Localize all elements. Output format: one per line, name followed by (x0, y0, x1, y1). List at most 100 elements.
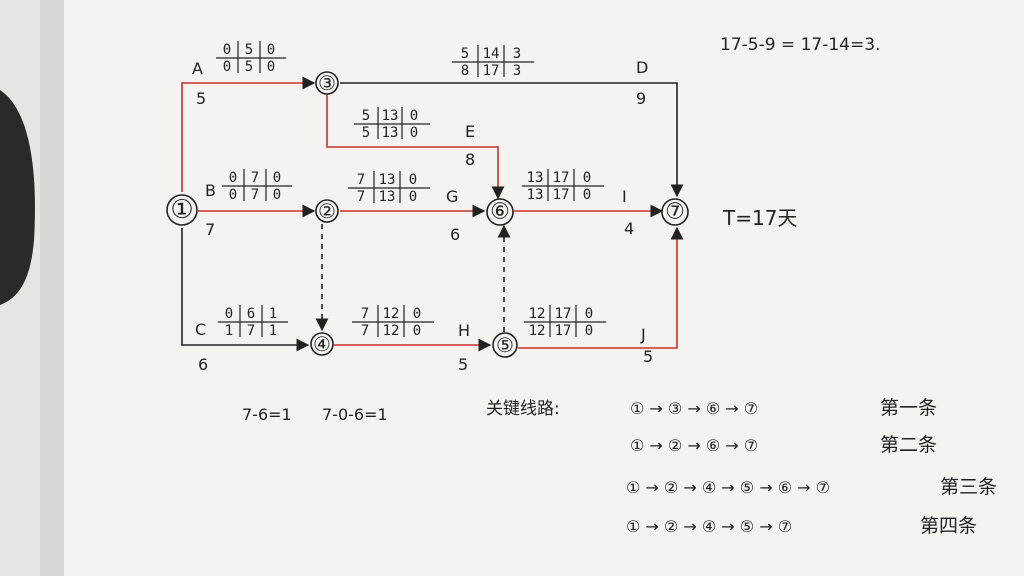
activity-name-g: G (446, 187, 458, 206)
arrow-d (340, 82, 684, 198)
nodes (166, 71, 689, 358)
param-tf-c: 1 (269, 306, 277, 322)
param-tf-b: 0 (273, 170, 281, 186)
param-ls-b: 0 (229, 187, 237, 203)
param-es-g: 7 (357, 172, 365, 188)
c-float-calc-1: 7-6=1 (242, 405, 292, 424)
param-tf-a: 0 (267, 42, 275, 58)
param-ff-i: 0 (583, 187, 591, 203)
node-5 (492, 332, 518, 358)
activity-name-i: I (622, 187, 627, 206)
param-ff-b: 0 (273, 187, 281, 203)
param-ff-h: 0 (413, 323, 421, 339)
param-lf-a: 5 (245, 59, 253, 75)
activity-name-a: A (192, 59, 203, 78)
c-float-calc-2: 7-0-6=1 (322, 405, 388, 424)
node-3 (315, 71, 339, 95)
node-7 (661, 198, 689, 226)
paper-sheet (64, 0, 1024, 576)
param-box-g: 7 13 0 7 13 0 (348, 171, 430, 205)
d-free-float-calc: 17-5-9 = 17-14=3. (720, 35, 880, 55)
param-ef-d: 14 (483, 46, 500, 62)
param-ef-h: 12 (383, 306, 400, 322)
duration-a: 5 (196, 89, 206, 108)
param-ff-c: 1 (269, 323, 277, 339)
node-2 (315, 199, 339, 223)
activity-name-c: C (195, 320, 206, 339)
node-label-7: ⑦ (665, 200, 685, 225)
param-ls-j: 12 (529, 323, 546, 339)
node-label-6: ⑥ (490, 200, 510, 225)
param-ff-a: 0 (267, 59, 275, 75)
param-tf-g: 0 (409, 172, 417, 188)
node-label-2: ② (318, 199, 336, 223)
param-ef-b: 7 (251, 170, 259, 186)
param-ef-a: 5 (245, 42, 253, 58)
param-lf-j: 17 (555, 323, 572, 339)
critical-path-ordinal-4: 第四条 (920, 515, 977, 537)
critical-path-ordinal-2: 第二条 (880, 434, 937, 456)
node-labels: ① ② ③ ④ ⑤ ⑥ ⑦ (170, 71, 685, 357)
param-ef-j: 17 (555, 306, 572, 322)
param-ls-e: 5 (362, 125, 370, 141)
notes: 17-5-9 = 17-14=3. T=17天 7-6=1 7-0-6=1 (242, 35, 880, 424)
critical-path-route-2: ① → ② → ⑥ → ⑦ (630, 436, 758, 455)
param-lf-i: 17 (553, 187, 570, 203)
param-es-a: 0 (223, 42, 231, 58)
param-lf-b: 7 (251, 187, 259, 203)
critical-path-ordinal-1: 第一条 (880, 397, 937, 419)
param-ff-j: 0 (585, 323, 593, 339)
arrow-e (326, 95, 505, 200)
param-lf-e: 13 (382, 125, 399, 141)
param-lf-g: 13 (379, 189, 396, 205)
node-label-5: ⑤ (496, 333, 514, 357)
param-tf-e: 0 (410, 108, 418, 124)
critical-path-route-3: ① → ② → ④ → ⑤ → ⑥ → ⑦ (626, 478, 830, 497)
activity-name-h: H (458, 321, 470, 340)
param-tf-i: 0 (583, 170, 591, 186)
duration-j: 5 (643, 347, 653, 366)
duration-d: 9 (636, 89, 646, 108)
param-ls-g: 7 (357, 189, 365, 205)
critical-path-ordinal-3: 第三条 (940, 476, 997, 498)
param-ls-a: 0 (223, 59, 231, 75)
node-6 (486, 198, 514, 226)
param-es-b: 0 (229, 170, 237, 186)
param-ff-d: 3 (513, 63, 521, 79)
dark-object (0, 90, 35, 305)
activity-name-b: B (205, 181, 216, 200)
param-lf-h: 12 (383, 323, 400, 339)
param-ef-c: 6 (247, 306, 255, 322)
param-es-d: 5 (461, 46, 469, 62)
param-ls-c: 1 (225, 323, 233, 339)
param-es-e: 5 (362, 108, 370, 124)
arrow-a (181, 76, 316, 192)
duration-b: 7 (205, 220, 215, 239)
param-lf-c: 7 (247, 323, 255, 339)
param-ef-i: 17 (553, 170, 570, 186)
activity-name-e: E (465, 122, 475, 141)
param-box-h: 7 12 0 7 12 0 (352, 305, 434, 339)
param-ff-g: 0 (409, 189, 417, 205)
param-ef-g: 13 (379, 172, 396, 188)
arrows (181, 76, 684, 352)
param-ls-h: 7 (361, 323, 369, 339)
param-es-i: 13 (527, 170, 544, 186)
activity-name-d: D (636, 58, 648, 77)
param-es-h: 7 (361, 306, 369, 322)
duration-e: 8 (465, 150, 475, 169)
param-tf-h: 0 (413, 306, 421, 322)
node-label-1: ① (170, 195, 193, 225)
duration-c: 6 (198, 355, 208, 374)
param-ef-e: 13 (382, 108, 399, 124)
param-es-c: 0 (225, 306, 233, 322)
duration-g: 6 (450, 225, 460, 244)
activity-name-j: J (640, 325, 646, 344)
critical-path-route-4: ① → ② → ④ → ⑤ → ⑦ (626, 517, 792, 536)
critical-paths: 关键线路: ① → ③ → ⑥ → ⑦ 第一条 ① → ② → ⑥ → ⑦ 第二… (486, 397, 997, 537)
total-duration: T=17天 (722, 206, 797, 230)
